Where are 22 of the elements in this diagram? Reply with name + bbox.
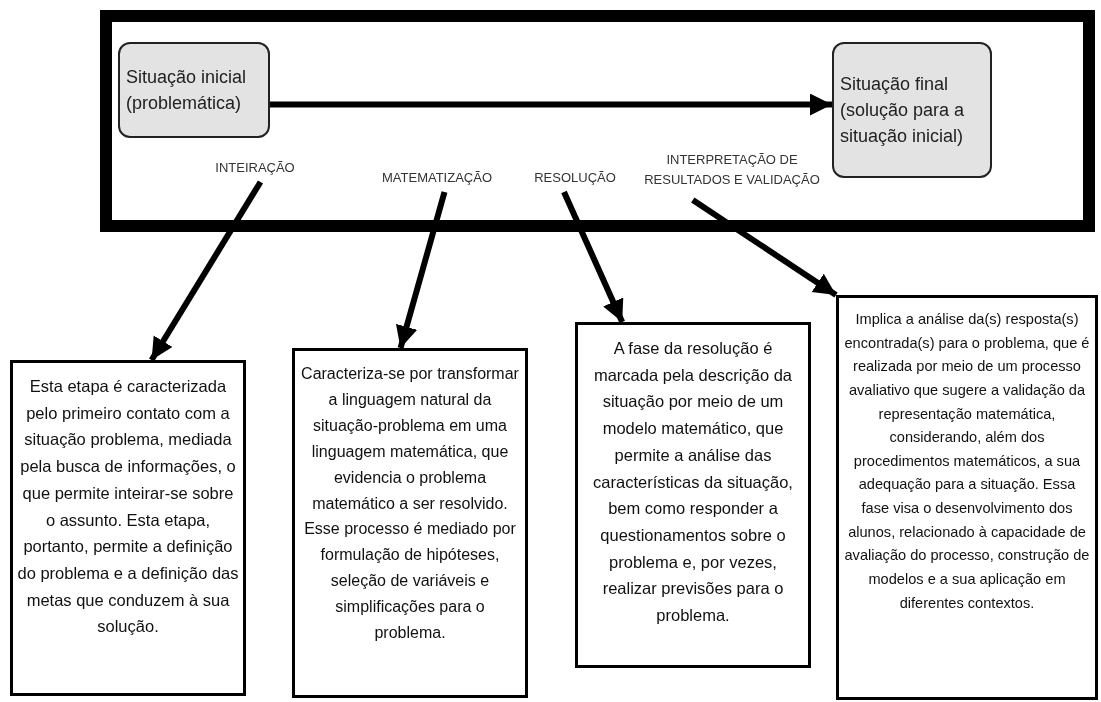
box-text: Implica a análise da(s) resposta(s) encontrada(s) para o problema, que é realizada por meio de um processo avaliativo que sugere a validação da representação matemática, considerando, além dos procedimentos matemáticos, a sua adequação para a situação. Essa fase visa o desenvolvimento dos alunos, relacionado à capacidade de avaliação do processo, construção de modelos e a sua aplicação em diferentes contextos. — [843, 310, 1091, 613]
description-box — [10, 360, 246, 696]
box-text: Situação inicial (problemática) — [126, 65, 248, 115]
frame-box — [100, 10, 1095, 232]
arrow — [561, 190, 625, 324]
phase-label: MATEMATIZAÇÃO — [362, 168, 512, 192]
arrow — [395, 191, 448, 349]
box-text: Esta etapa é caracterizada pelo primeiro contato com a situação problema, mediada pela busca de informações, o que permite inteirar-se sobre o assunto. Esta etapa, portanto, permite a definição do problema e a definição das metas que conduzem à sua solução. — [17, 376, 239, 638]
description-box — [575, 322, 811, 668]
phase-label: INTEIRAÇÃO — [200, 158, 310, 182]
phase-label: INTERPRETAÇÃO DE RESULTADOS E VALIDAÇÃO — [634, 150, 830, 200]
arrow — [691, 197, 838, 298]
description-box — [836, 295, 1098, 700]
description-box — [292, 348, 528, 698]
arrow — [270, 93, 832, 116]
box-text: Situação final (solução para a situação inicial) — [840, 72, 966, 149]
phase-label: RESOLUÇÃO — [520, 168, 630, 192]
state-box — [118, 42, 270, 138]
arrow — [149, 180, 264, 362]
box-text: Caracteriza-se por transformar a linguagem natural da situação-problema em uma linguagem matemática, que evidencia o problema matemático a ser resolvido. Esse processo é mediado por formulação de hipóteses, seleção de variáveis e simplificações para o problema. — [300, 364, 520, 644]
state-box — [832, 42, 992, 178]
box-text: A fase da resolução é marcada pela descrição da situação por meio de um modelo matemático, que permite a análise das características da situação, bem como responder a questionamentos sobre o problema e, por vezes, realizar previsões para o problema. — [592, 338, 794, 627]
